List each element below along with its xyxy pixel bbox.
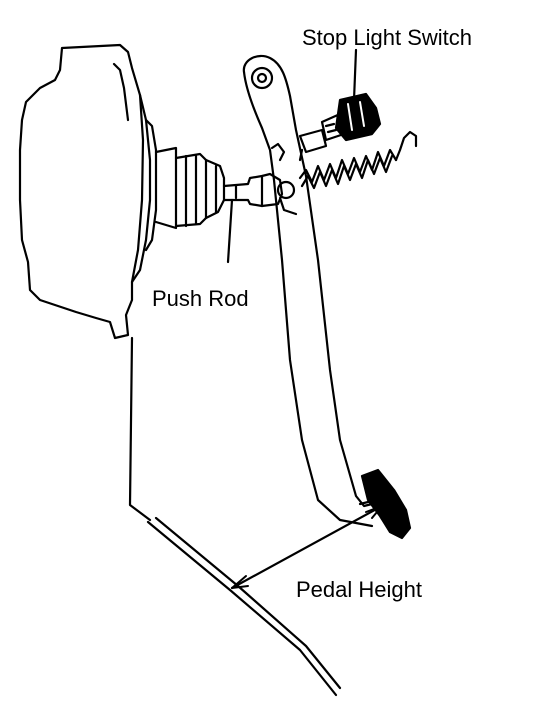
push-rod-label: Push Rod [152, 286, 249, 311]
push-rod [222, 172, 298, 264]
stop-light-switch [270, 92, 382, 162]
pedal-height-dimension [230, 504, 384, 590]
brake-booster [18, 43, 158, 340]
return-spring [298, 130, 418, 190]
stop-light-switch-label: Stop Light Switch [302, 25, 472, 50]
leader-lines [352, 48, 358, 102]
pedal-height-label: Pedal Height [296, 577, 422, 602]
brake-pedal-arm [242, 54, 382, 528]
booster-boot [154, 146, 226, 230]
floor-panel [128, 336, 342, 697]
